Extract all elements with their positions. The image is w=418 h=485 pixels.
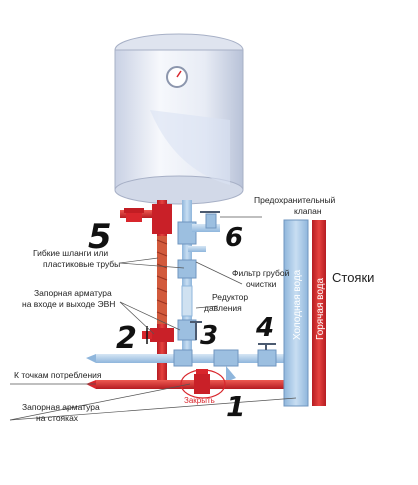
hot-water-label: Горячая вода	[315, 277, 326, 340]
arrow-to-consumers	[86, 354, 96, 389]
leader-lines	[9, 216, 297, 421]
hot-riser	[312, 220, 326, 406]
cold-water-label: Холодная вода	[292, 269, 303, 340]
risers-label: Стояки	[332, 270, 374, 285]
riser-stop-valve-icon	[180, 369, 226, 399]
water-heater-tank	[114, 33, 244, 205]
drain-pipe	[188, 246, 206, 252]
flexible-hoses-label: Гибкие шланги или пластиковые трубы	[33, 248, 120, 269]
number-6: 6	[225, 223, 243, 253]
to-consumers-label: К точкам потребления	[14, 370, 102, 380]
stop-valves-risers-label: Запорная арматура на стояках	[22, 402, 102, 423]
number-2: 2	[116, 321, 137, 356]
safety-valve-label: Предохранительный клапан	[254, 195, 338, 216]
coarse-filter-label: Фильтр грубой очистки	[232, 268, 292, 289]
close-label: Закрыть	[184, 396, 215, 405]
flexible-hose-hot	[156, 236, 168, 324]
cold-inlet-valve-icon	[190, 321, 202, 340]
cold-riser	[283, 219, 309, 407]
hot-outlet-valve-icon	[124, 208, 144, 222]
hot-inlet-valve-icon	[142, 326, 174, 344]
number-3: 3	[200, 321, 218, 351]
number-5: 5	[88, 217, 112, 257]
stop-valves-ewh-label: Запорная арматура на входе и выходе ЭВН	[22, 288, 115, 309]
pressure-reducer-label: Редуктор давления	[204, 292, 251, 313]
number-4: 4	[255, 313, 274, 343]
thermometer-icon	[166, 66, 188, 88]
safety-valve-icon	[192, 211, 220, 232]
cold-horizontal-pipe	[96, 343, 286, 382]
cold-inlet-pipe	[177, 200, 197, 360]
number-1: 1	[226, 390, 245, 423]
